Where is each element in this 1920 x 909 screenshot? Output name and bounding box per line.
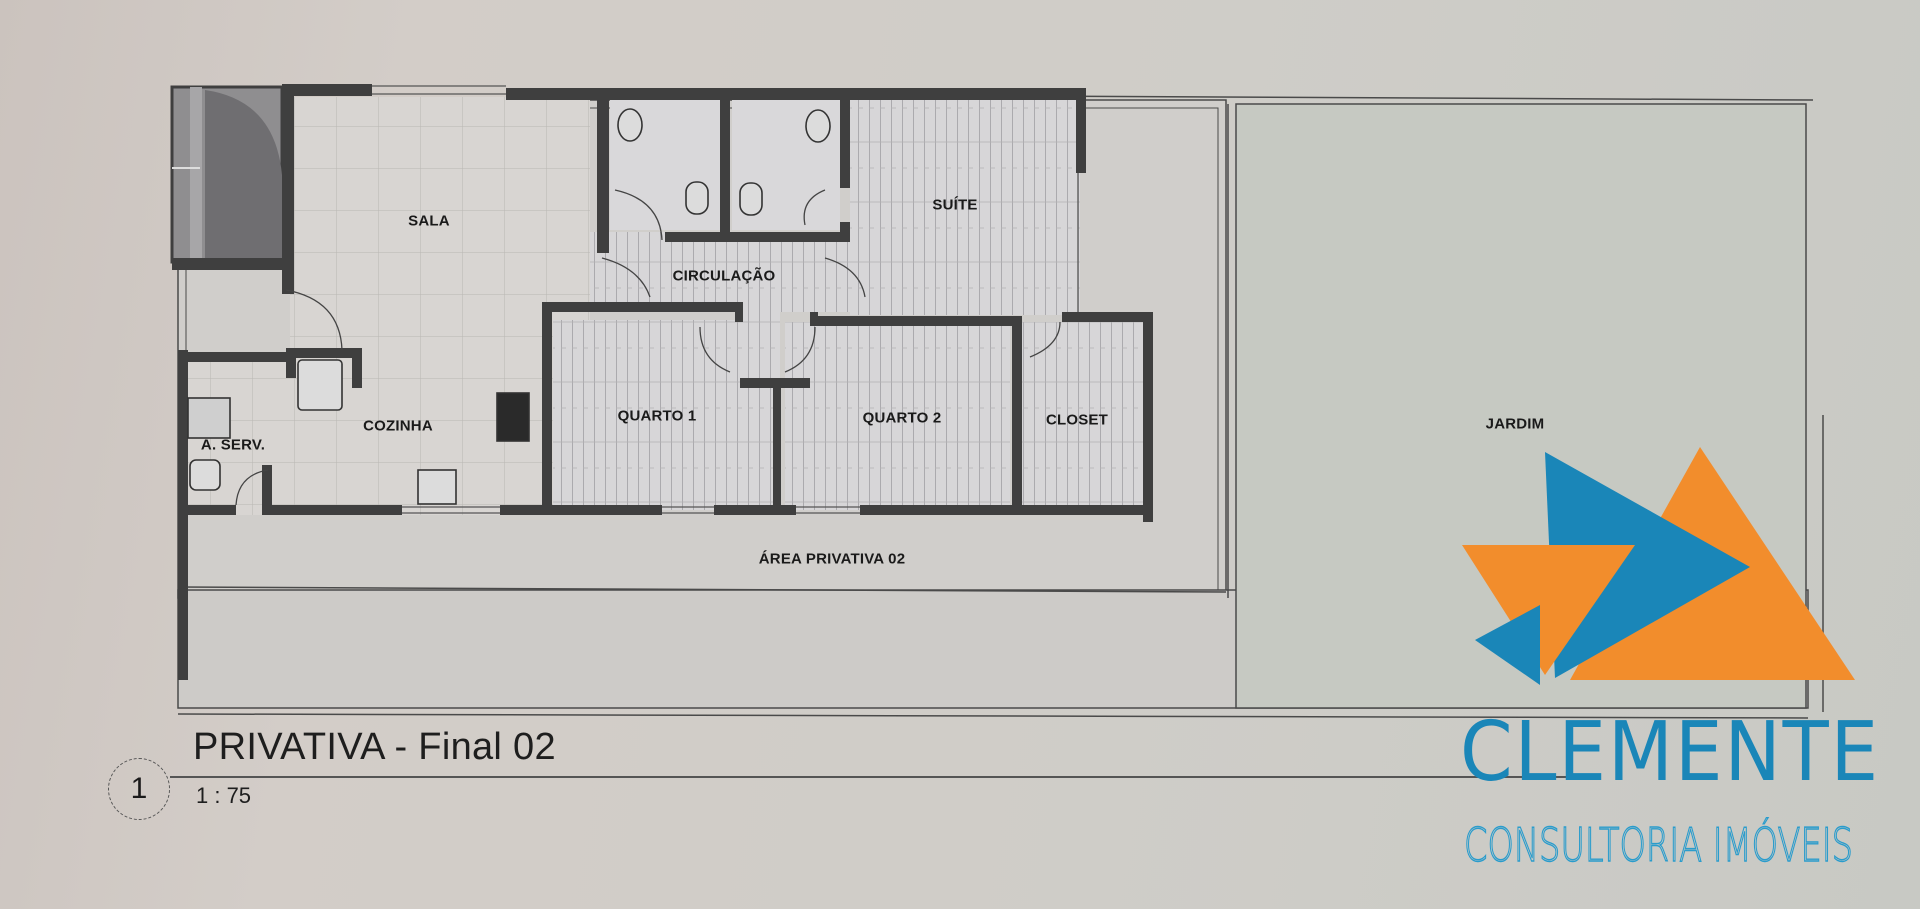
view-number: 1 [130,772,148,805]
clemente-logo-icon [1462,447,1855,685]
fridge-icon [297,359,343,411]
view-scale: 1 : 75 [196,783,252,808]
stove-icon [496,392,530,442]
walls [172,84,1153,522]
room-label-suite: SUÍTE [932,196,978,214]
room-label-jardim: JARDIM [1485,415,1545,433]
watermark-brand-name: CLEMENTE [1460,705,1881,800]
tank-icon [187,397,231,439]
room-label-area-servico: A. SERV. [200,436,266,454]
room-label-quarto1: QUARTO 1 [617,407,697,425]
fixtures [187,108,831,505]
room-label-closet: CLOSET [1045,411,1109,429]
watermark-subtitle: CONSULTORIA IMÓVEIS [1463,818,1853,872]
toilet-icon [617,108,643,142]
kitchen-sink-icon [417,469,457,505]
balcony [170,85,284,264]
windows [372,85,1079,514]
toilet-icon [805,109,831,143]
sink-icon [739,182,763,216]
title-underline [170,776,1590,778]
view-title: PRIVATIVA - Final 02 [193,726,556,768]
room-label-circulacao: CIRCULAÇÃO [672,267,776,285]
room-label-area-privativa: ÁREA PRIVATIVA 02 [758,550,906,568]
door-swings [235,189,1061,506]
room-label-sala: SALA [408,212,450,230]
washer-icon [189,459,221,491]
room-label-cozinha: COZINHA [363,417,433,435]
view-number-badge: 1 [108,758,170,820]
room-label-quarto2: QUARTO 2 [862,409,942,427]
sink-icon [685,181,709,215]
